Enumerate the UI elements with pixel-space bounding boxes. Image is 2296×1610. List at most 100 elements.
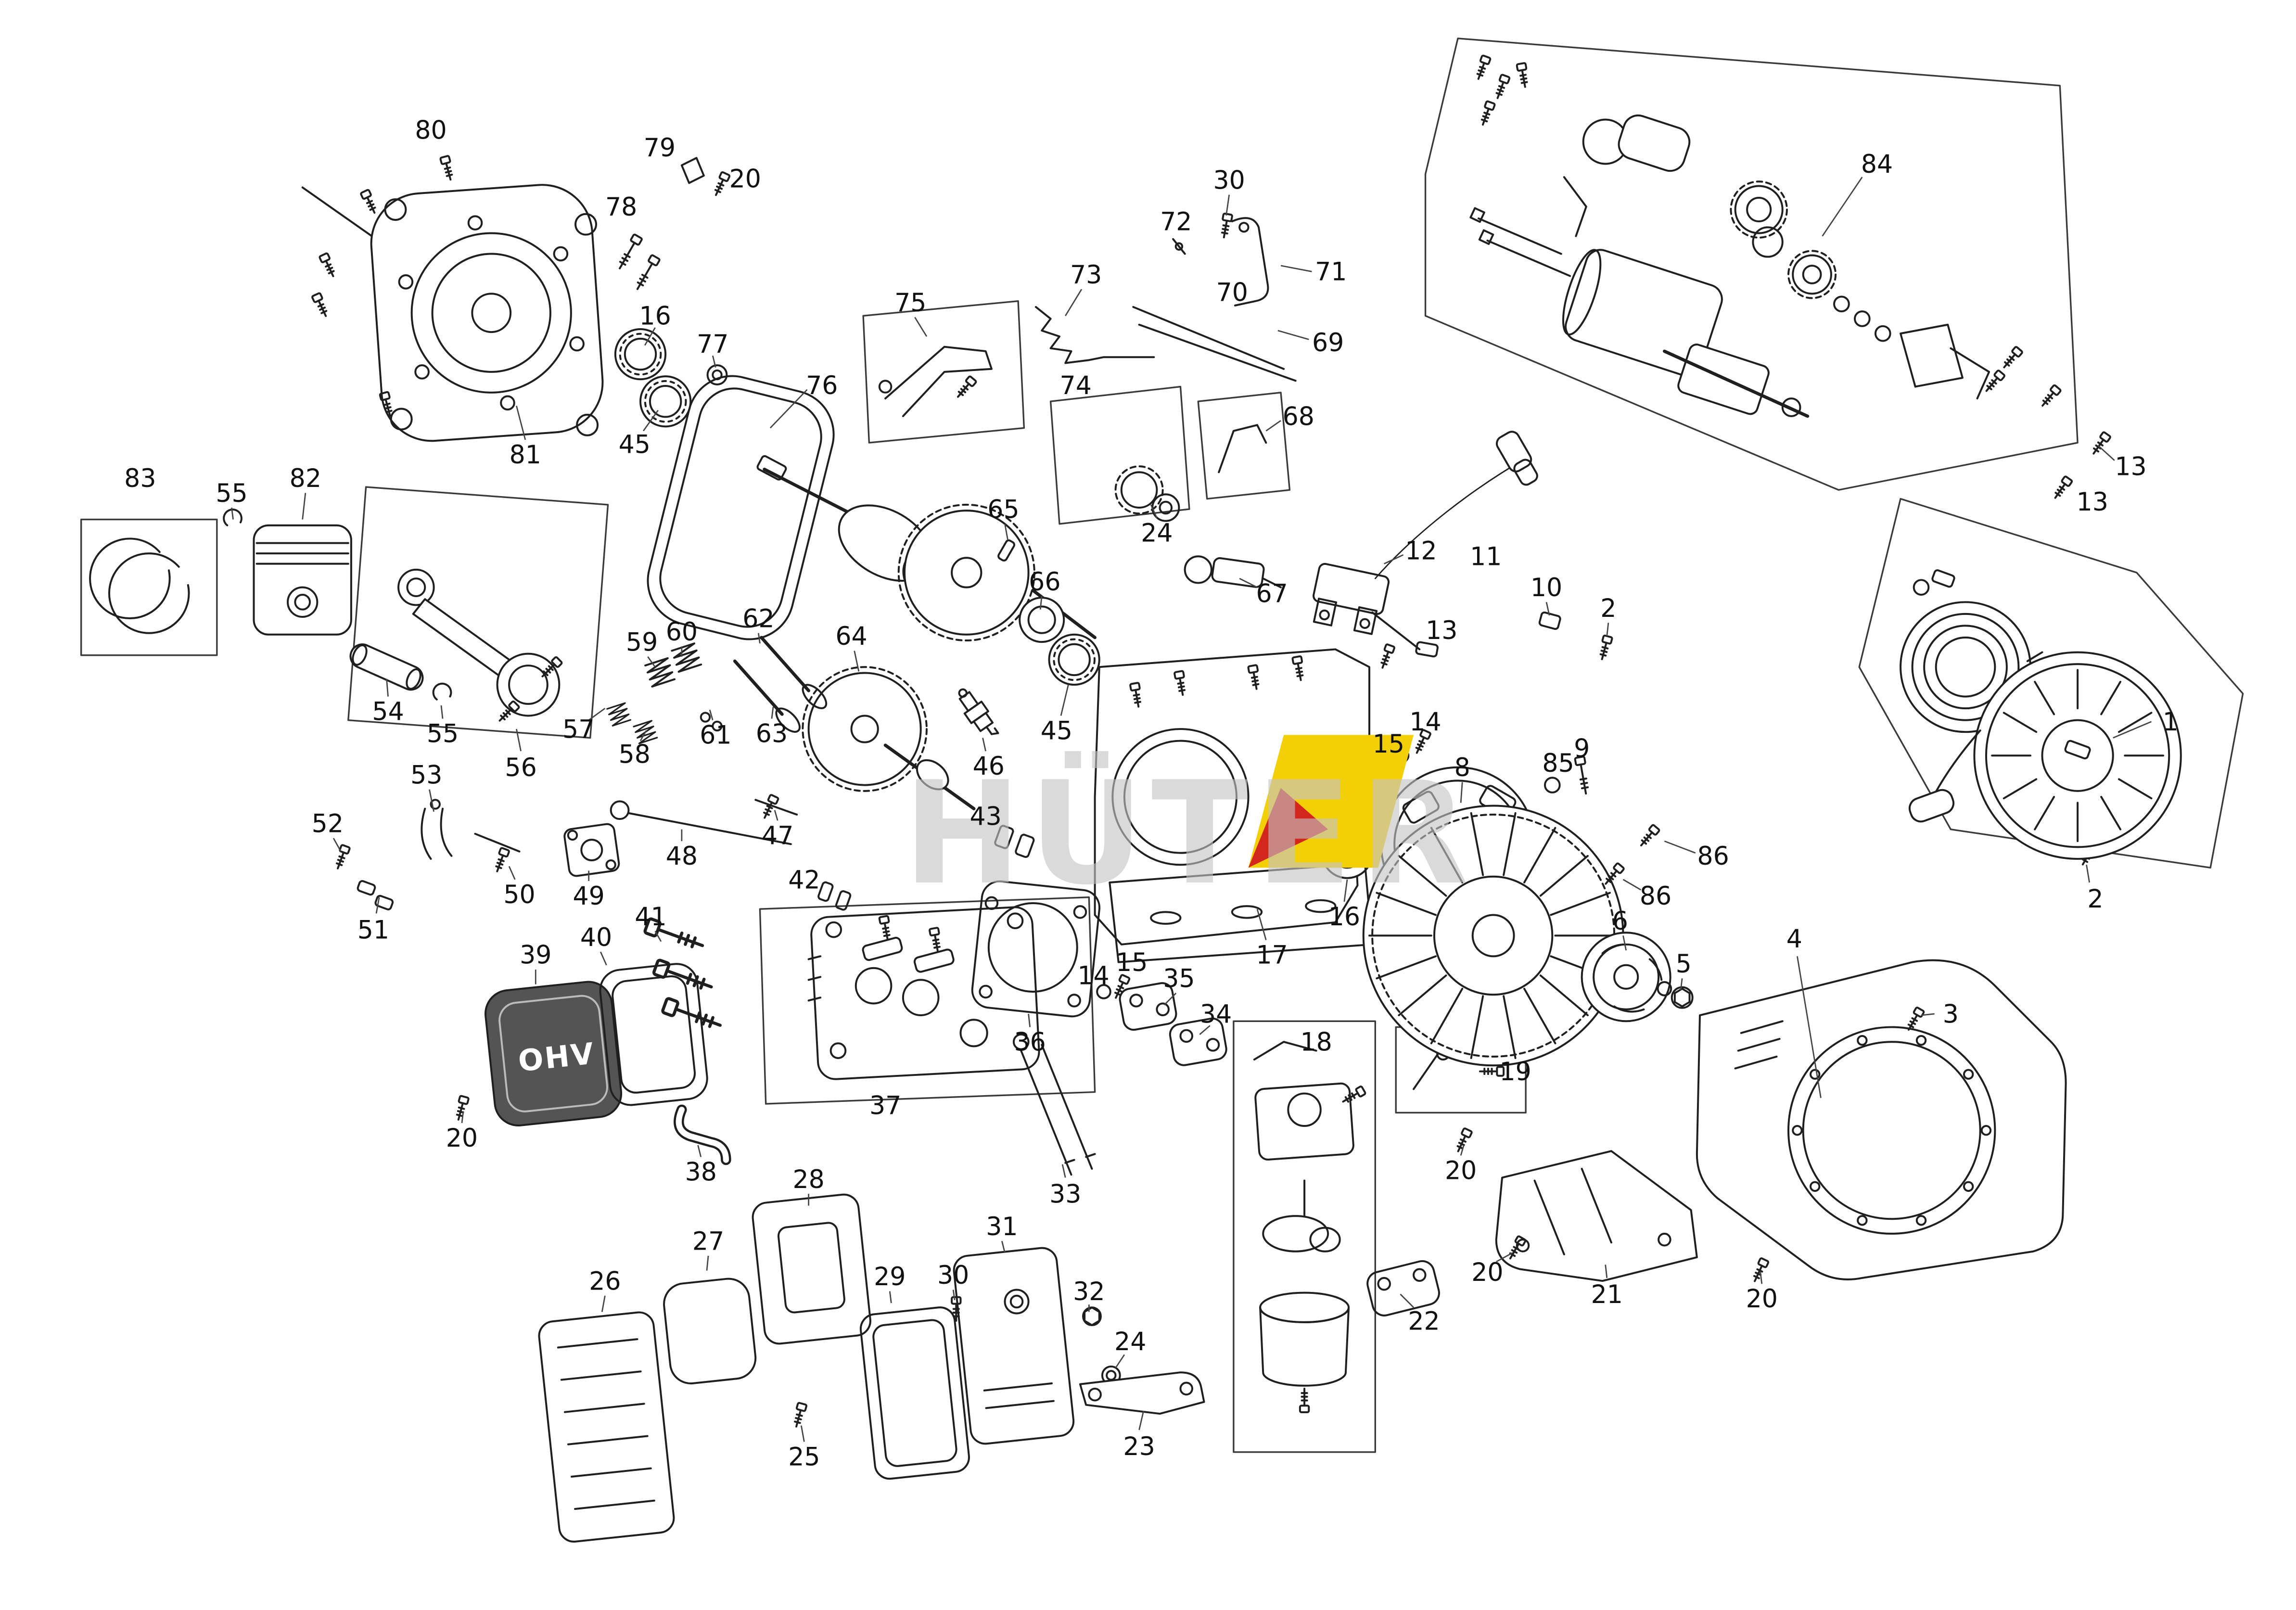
callout-leader-2 <box>2086 864 2091 883</box>
sleeve-66 <box>1019 597 1065 643</box>
connecting-rod-box <box>347 486 609 739</box>
callout-27: 27 <box>692 1227 724 1256</box>
timing-gear-box <box>1049 385 1190 525</box>
callout-15: 15 <box>1116 948 1148 977</box>
foam-element-27 <box>663 1278 757 1385</box>
callout-14: 14 <box>1409 708 1441 737</box>
callout-leader-30 <box>952 1290 956 1301</box>
callout-leader-55 <box>440 705 444 719</box>
callout-leader-16 <box>644 327 656 346</box>
callout-leader-25 <box>800 1425 805 1442</box>
starter-motor-84 <box>1469 54 2062 418</box>
callout-11: 11 <box>1470 543 1502 572</box>
callout-leader-65 <box>1004 524 1009 540</box>
tappets-43 <box>994 825 1035 858</box>
callout-leader-34 <box>1199 1025 1211 1035</box>
callout-79: 79 <box>644 134 676 163</box>
callout-84: 84 <box>1861 150 1893 179</box>
callout-77: 77 <box>697 330 728 359</box>
starter-cup-6 <box>1581 932 1671 1022</box>
callout-81: 81 <box>510 441 541 470</box>
manifold-studs-33 <box>1020 1044 1096 1176</box>
governor-arm-71 <box>1231 217 1269 307</box>
bolt-50 <box>474 832 521 874</box>
screw-20-fan-cover <box>1749 1257 1770 1284</box>
callout-leader-8 <box>1460 782 1463 803</box>
piston-rings-83 <box>89 537 190 634</box>
watermark-pencil-tip <box>1248 788 1328 868</box>
governor-spring-73 <box>1034 306 1155 364</box>
callout-leader-86 <box>1664 840 1696 854</box>
filter-plate-28 <box>752 1193 871 1345</box>
callout-13: 13 <box>1426 616 1457 645</box>
callout-30: 30 <box>937 1261 969 1290</box>
callout-86: 86 <box>1640 882 1671 911</box>
callout-leader-3 <box>1921 1013 1935 1016</box>
callout-64: 64 <box>835 622 867 651</box>
breather-clip-79 <box>680 157 705 184</box>
screw-25 <box>791 1401 808 1429</box>
pin-72 <box>1172 238 1186 255</box>
carburetor-box <box>1233 1020 1376 1453</box>
spark-plug-wire <box>1374 457 1528 579</box>
callout-80: 80 <box>415 116 446 145</box>
fan-cover-4 <box>1696 959 2067 1280</box>
crankshaft <box>756 455 1097 642</box>
callout-13: 13 <box>2077 488 2108 517</box>
filter-gasket-29 <box>859 1306 970 1480</box>
callout-82: 82 <box>290 464 321 493</box>
callout-leader-55 <box>231 507 234 520</box>
callout-49: 49 <box>573 882 605 911</box>
callout-leader-46 <box>982 738 986 752</box>
governor-rod-69 <box>1138 323 1297 382</box>
callout-leader-81 <box>516 406 526 440</box>
callout-leader-24 <box>1150 504 1158 519</box>
watermark-text: HÜTER <box>903 750 1476 916</box>
piston-82 <box>253 524 352 636</box>
callout-29: 29 <box>874 1263 906 1291</box>
callout-leader-24 <box>1115 1354 1125 1368</box>
callout-53: 53 <box>410 761 442 790</box>
callout-21: 21 <box>1591 1280 1623 1309</box>
intake-gasket-34 <box>1169 1017 1227 1066</box>
filter-element-26 <box>538 1311 675 1543</box>
callout-leader-50 <box>508 866 516 880</box>
callout-10: 10 <box>1531 574 1562 602</box>
callout-32: 32 <box>1073 1278 1105 1306</box>
callout-85: 85 <box>1542 749 1574 778</box>
callout-6: 6 <box>1612 907 1628 936</box>
callout-57: 57 <box>562 715 594 744</box>
callout-50: 50 <box>503 881 535 909</box>
callout-leader-45 <box>643 409 659 432</box>
valve-spring-57 <box>606 702 632 727</box>
callout-leader-67 <box>1239 578 1258 588</box>
callout-leader-2 <box>1606 623 1609 636</box>
governor-fork-53 <box>421 799 453 860</box>
callout-78: 78 <box>605 193 637 222</box>
callout-86: 86 <box>1697 842 1729 871</box>
callout-40: 40 <box>580 923 612 952</box>
spacer-85 <box>1543 777 1561 793</box>
callout-24: 24 <box>1141 519 1173 548</box>
callout-leader-27 <box>706 1255 709 1271</box>
heat-shield-21 <box>1495 1150 1698 1282</box>
callout-leader-10 <box>1545 602 1550 616</box>
callout-25: 25 <box>788 1443 820 1471</box>
callout-leader-52 <box>332 838 342 852</box>
callout-73: 73 <box>1070 261 1102 290</box>
connector-13 <box>1371 611 1439 658</box>
callout-48: 48 <box>666 842 698 871</box>
governor-bracket-75 <box>878 345 993 417</box>
callout-leader-22 <box>1400 1293 1415 1308</box>
callout-19: 19 <box>1499 1058 1531 1086</box>
callout-leader-20 <box>1496 1252 1513 1263</box>
callout-75: 75 <box>894 289 926 318</box>
callout-leader-54 <box>386 678 389 697</box>
callout-leader-12 <box>1384 554 1404 564</box>
callout-2: 2 <box>1600 594 1616 623</box>
crankcase-gasket-76 <box>647 375 835 640</box>
callout-leader-20 <box>1760 1272 1763 1284</box>
callout-24: 24 <box>1114 1328 1146 1356</box>
callout-70: 70 <box>1216 279 1248 307</box>
